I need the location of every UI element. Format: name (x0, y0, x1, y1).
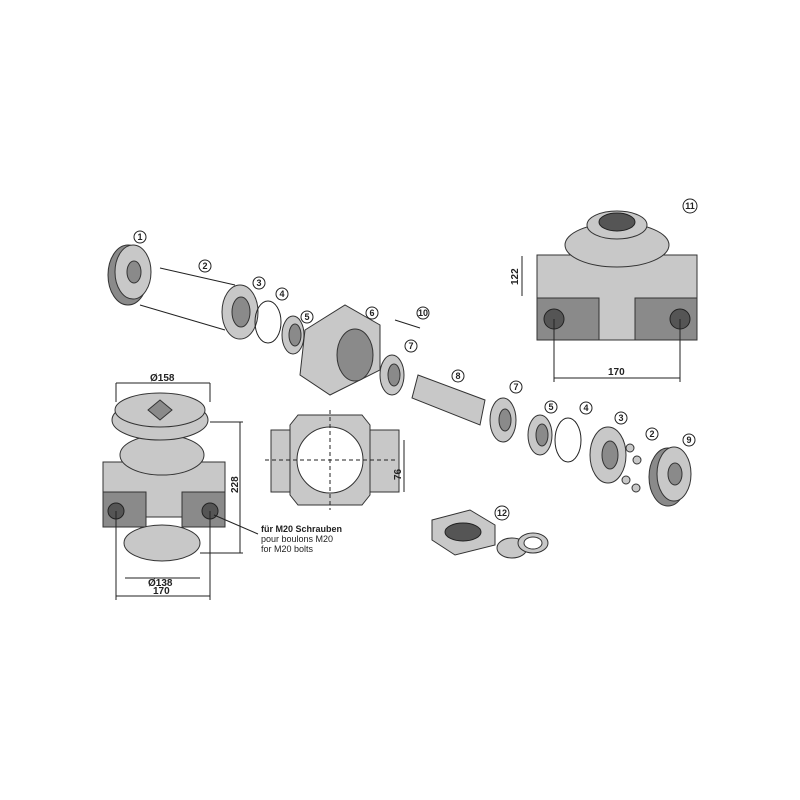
svg-text:5: 5 (304, 312, 309, 322)
svg-text:7: 7 (513, 382, 518, 392)
part-3-flange (221, 284, 259, 340)
svg-text:11: 11 (685, 201, 695, 211)
part-11-assembly (521, 210, 698, 382)
callout-11: 11 (682, 198, 698, 214)
dim-left-height: 228 (230, 476, 241, 493)
note-en: for M20 bolts (261, 544, 314, 554)
callout-2b: 2 (645, 427, 659, 441)
callout-12: 12 (494, 505, 510, 521)
bolt-note: für M20 Schrauben pour boulons M20 for M… (261, 524, 342, 554)
callout-4: 4 (275, 287, 289, 301)
dim-left-width: 170 (153, 586, 170, 597)
part-5-bearing (281, 315, 305, 355)
callout-5: 5 (300, 310, 314, 324)
note-fr: pour boulons M20 (261, 534, 334, 544)
callout-3: 3 (252, 276, 266, 290)
part-8-shaft (411, 374, 486, 426)
svg-text:8: 8 (455, 371, 460, 381)
callout-8: 8 (451, 369, 465, 383)
part-7-bearing (379, 354, 405, 396)
svg-text:4: 4 (583, 403, 588, 413)
callout-7: 7 (404, 339, 418, 353)
svg-text:4: 4 (279, 289, 284, 299)
svg-text:12: 12 (497, 508, 507, 518)
svg-text:2: 2 (202, 261, 207, 271)
svg-text:2: 2 (649, 429, 654, 439)
dim-center-height: 76 (393, 468, 404, 480)
callout-3b: 3 (614, 411, 628, 425)
part-4-seal (254, 300, 282, 344)
part-2-bolts (139, 267, 236, 331)
part-5-bearing-2 (527, 414, 553, 456)
dim-left-bottom-diameter: Ø138 (148, 578, 173, 589)
svg-text:9: 9 (686, 435, 691, 445)
callout-5b: 5 (544, 400, 558, 414)
svg-text:10: 10 (418, 308, 428, 318)
svg-text:1: 1 (137, 232, 142, 242)
part-12-seal-kit (431, 509, 549, 559)
svg-text:3: 3 (618, 413, 623, 423)
callout-9: 9 (682, 433, 696, 447)
flange-cross-section-view (265, 410, 405, 510)
part-6-housing (299, 304, 381, 396)
callout-10: 10 (416, 306, 430, 320)
callout-6: 6 (365, 306, 379, 320)
left-assembly-view (102, 382, 259, 600)
svg-text:3: 3 (256, 278, 261, 288)
part-2-nuts (621, 443, 642, 493)
part-10-pin (394, 319, 421, 329)
callout-2: 2 (198, 259, 212, 273)
dim-left-top-diameter: Ø158 (150, 373, 175, 384)
svg-text:7: 7 (408, 341, 413, 351)
part-3-flange-2 (589, 426, 627, 484)
svg-text:6: 6 (369, 308, 374, 318)
callout-7b: 7 (509, 380, 523, 394)
part-7-bearing-2 (489, 397, 517, 443)
svg-text:5: 5 (548, 402, 553, 412)
callout-1: 1 (133, 230, 147, 244)
note-de: für M20 Schrauben (261, 524, 343, 534)
callout-4b: 4 (579, 401, 593, 415)
part-4-seal-2 (554, 417, 582, 463)
dim-right-height: 122 (510, 268, 521, 285)
part-9-flange-disc (648, 446, 692, 507)
part-1-flange-disc (107, 244, 152, 306)
dim-right-width: 170 (608, 367, 625, 378)
